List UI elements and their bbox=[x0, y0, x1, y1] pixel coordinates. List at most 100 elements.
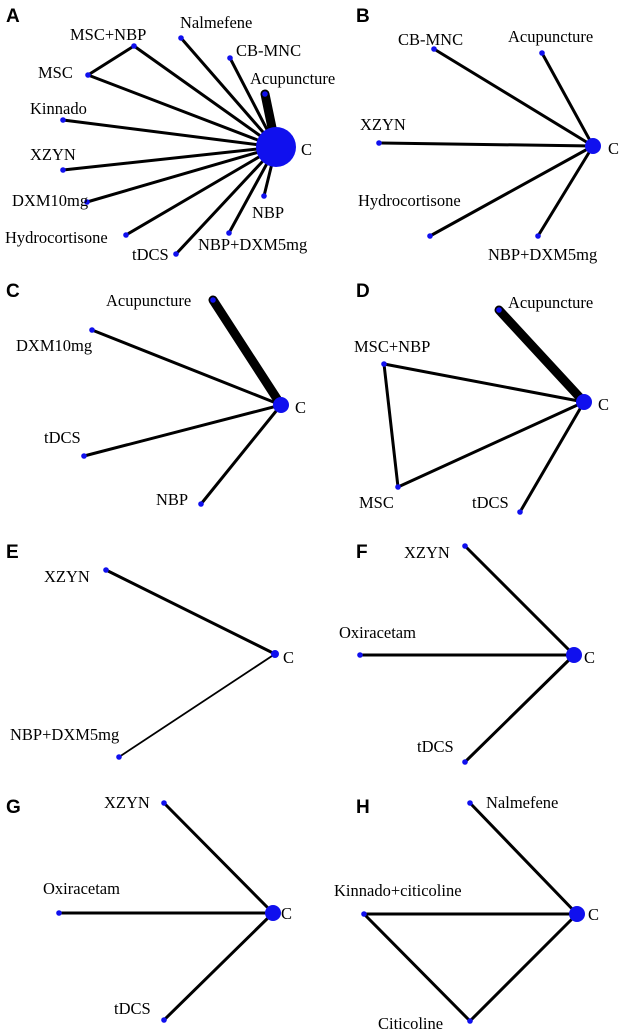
node-label: XZYN bbox=[360, 115, 406, 134]
node bbox=[103, 567, 109, 573]
node-label: CB-MNC bbox=[398, 30, 463, 49]
edge bbox=[463, 544, 576, 657]
edge bbox=[377, 141, 595, 148]
edge bbox=[90, 328, 283, 407]
node bbox=[161, 800, 167, 806]
node bbox=[462, 759, 468, 765]
node bbox=[226, 230, 232, 236]
node-label: Acupuncture bbox=[250, 69, 335, 88]
panel-letter: E bbox=[6, 542, 19, 563]
node bbox=[198, 501, 204, 507]
panel-letter: D bbox=[356, 281, 370, 302]
node bbox=[262, 91, 268, 97]
edges bbox=[57, 801, 275, 1022]
node bbox=[227, 55, 233, 61]
node bbox=[256, 127, 296, 167]
edge bbox=[468, 801, 579, 916]
node-label: Kinnado bbox=[30, 99, 87, 118]
edge bbox=[61, 118, 278, 149]
node-label: tDCS bbox=[114, 999, 151, 1018]
node bbox=[381, 361, 387, 367]
edge bbox=[174, 145, 278, 256]
node-label: Kinnado+citicoline bbox=[334, 881, 462, 900]
node-label: XZYN bbox=[104, 793, 150, 812]
edge bbox=[382, 362, 400, 489]
edges bbox=[377, 47, 595, 238]
panel-letter: F bbox=[356, 542, 368, 563]
edge bbox=[61, 145, 278, 172]
node-label: XZYN bbox=[30, 145, 76, 164]
edge bbox=[494, 305, 589, 407]
node-label: MSC+NBP bbox=[354, 337, 430, 356]
node bbox=[60, 167, 66, 173]
edge bbox=[428, 144, 595, 238]
node-label: Hydrocortisone bbox=[358, 191, 461, 210]
node-label: NBP+DXM5mg bbox=[198, 235, 307, 254]
edge bbox=[362, 912, 472, 1023]
node bbox=[585, 138, 601, 154]
panel-g: G C XZYN Oxiracetam tDCS bbox=[6, 793, 292, 1023]
edge bbox=[162, 801, 275, 915]
node-label: MSC+NBP bbox=[70, 25, 146, 44]
node-label: XZYN bbox=[404, 543, 450, 562]
node bbox=[89, 327, 95, 333]
node-label: NBP+DXM5mg bbox=[488, 245, 597, 264]
node-label: XZYN bbox=[44, 567, 90, 586]
edge bbox=[86, 73, 278, 149]
edge bbox=[432, 47, 595, 148]
node bbox=[261, 193, 267, 199]
node bbox=[85, 72, 91, 78]
node bbox=[271, 650, 279, 658]
node bbox=[496, 307, 502, 313]
node bbox=[265, 905, 281, 921]
node-label: Oxiracetam bbox=[339, 623, 416, 642]
node-label: C bbox=[281, 904, 292, 923]
node-label: C bbox=[598, 395, 609, 414]
node-label: Acupuncture bbox=[508, 293, 593, 312]
node bbox=[210, 297, 216, 303]
panel-a: ACMSC+NBPNalmefeneCB-MNCAcupunctureMSCKi… bbox=[5, 6, 335, 264]
edges bbox=[362, 801, 579, 1023]
panel-letter: C bbox=[6, 281, 20, 302]
edge bbox=[382, 362, 586, 404]
node-label: CB-MNC bbox=[236, 41, 301, 60]
edge bbox=[463, 653, 576, 764]
node bbox=[462, 543, 468, 549]
node bbox=[173, 251, 179, 257]
edge bbox=[104, 568, 277, 656]
edges bbox=[358, 544, 576, 764]
node bbox=[178, 35, 184, 41]
node bbox=[60, 117, 66, 123]
node bbox=[161, 1017, 167, 1023]
node-label: tDCS bbox=[417, 737, 454, 756]
node bbox=[357, 652, 363, 658]
nodes: CMSC+NBPNalmefeneCB-MNCAcupunctureMSCKin… bbox=[5, 13, 335, 264]
node-label: Nalmefene bbox=[486, 793, 558, 812]
node bbox=[539, 50, 545, 56]
node bbox=[273, 397, 289, 413]
node-label: MSC bbox=[38, 63, 73, 82]
edge bbox=[396, 400, 586, 489]
node-label: NBP bbox=[252, 203, 284, 222]
node bbox=[517, 509, 523, 515]
node bbox=[84, 199, 90, 205]
node bbox=[566, 647, 582, 663]
node-label: NBP bbox=[156, 490, 188, 509]
node bbox=[467, 800, 473, 806]
edges bbox=[104, 568, 277, 758]
panel-letter: G bbox=[6, 797, 21, 818]
edge bbox=[540, 51, 595, 148]
node-label: Citicoline bbox=[378, 1014, 443, 1032]
edge bbox=[162, 911, 275, 1022]
node-label: Oxiracetam bbox=[43, 879, 120, 898]
